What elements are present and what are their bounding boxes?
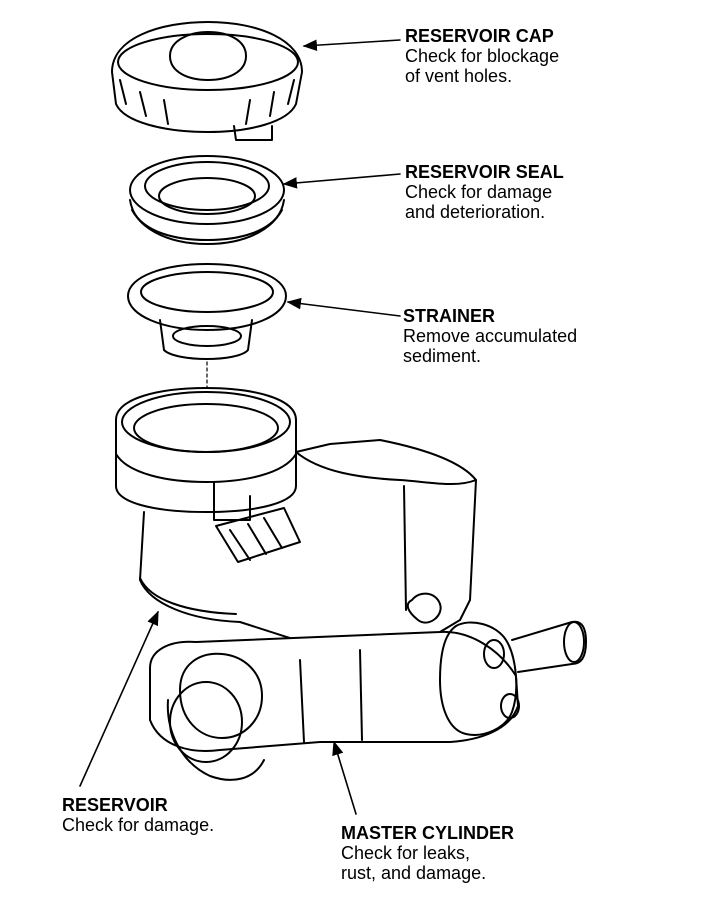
reservoir-leader [79,610,159,787]
reservoir-cap-title: RESERVOIR CAP [405,26,554,46]
reservoir-title: RESERVOIR [62,795,168,815]
strainer-leader [286,297,401,317]
reservoir-cap-line-2: of vent holes. [405,66,513,86]
reservoir-cap-leader [302,39,401,51]
reservoir-callout: RESERVOIR Check for damage. [62,795,214,835]
reservoir-seal-title: RESERVOIR SEAL [405,162,564,182]
strainer-drawing [127,263,287,411]
reservoir-seal-leader [282,173,401,189]
master-cylinder-title: MASTER CYLINDER [341,823,515,843]
reservoir-seal-line-2: and deterioration. [405,202,546,222]
reservoir-seal-callout: RESERVOIR SEAL Check for damage and dete… [405,162,564,222]
strainer-title: STRAINER [403,306,496,326]
master-cylinder-line-1: Check for leaks, [341,843,471,863]
strainer-line-1: Remove accumulated [403,326,578,346]
reservoir-line-1: Check for damage. [62,815,215,835]
reservoir-cap-line-1: Check for blockage [405,46,560,66]
master-cylinder-line-2: rust, and damage. [341,863,487,883]
strainer-callout: STRAINER Remove accumulated sediment. [403,306,577,366]
strainer-line-2: sediment. [403,346,482,366]
reservoir-seal-line-1: Check for damage [405,182,553,202]
reservoir-seal-drawing [129,155,285,245]
reservoir-cap-drawing [111,21,303,141]
callout-leaders [79,39,401,815]
master-cylinder-assembly-drawing [115,387,587,781]
master-cylinder-leader [332,740,357,815]
master-cylinder-callout: MASTER CYLINDER Check for leaks, rust, a… [341,823,514,883]
reservoir-cap-callout: RESERVOIR CAP Check for blockage of vent… [405,26,559,86]
